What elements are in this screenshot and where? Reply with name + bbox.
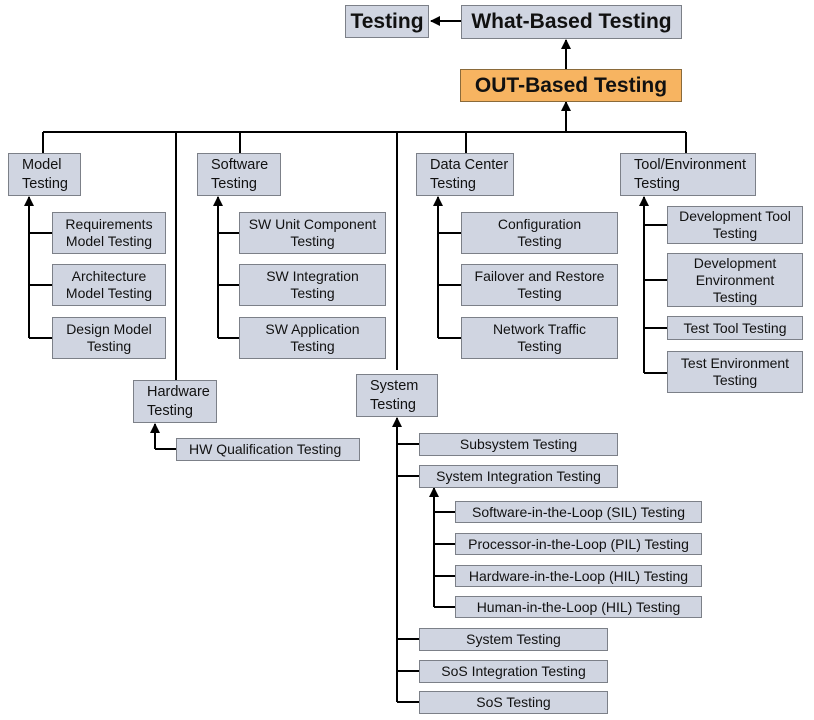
model-testing-box: Model Testing xyxy=(8,153,81,196)
development-environment-testing-box: Development Environment Testing xyxy=(667,253,803,307)
sos-integration-testing-box: SoS Integration Testing xyxy=(419,660,608,683)
sil-testing-box: Software-in-the-Loop (SIL) Testing xyxy=(455,501,702,523)
pil-testing-box: Processor-in-the-Loop (PIL) Testing xyxy=(455,533,702,555)
design-model-testing-box: Design Model Testing xyxy=(52,317,166,359)
network-traffic-testing-box: Network Traffic Testing xyxy=(461,317,618,359)
testing-box: Testing xyxy=(345,5,429,38)
out-based-testing-box: OUT-Based Testing xyxy=(460,69,682,102)
failover-restore-testing-box: Failover and Restore Testing xyxy=(461,264,618,306)
system-testing-leaf-box: System Testing xyxy=(419,628,608,651)
system-testing-box: System Testing xyxy=(356,374,438,417)
system-integration-testing-box: System Integration Testing xyxy=(419,465,618,488)
hil-human-testing-box: Human-in-the-Loop (HIL) Testing xyxy=(455,596,702,618)
software-testing-box: Software Testing xyxy=(197,153,281,196)
tool-environment-testing-box: Tool/Environment Testing xyxy=(620,153,756,196)
data-center-testing-box: Data Center Testing xyxy=(416,153,514,196)
sw-application-testing-box: SW Application Testing xyxy=(239,317,386,359)
hil-hardware-testing-box: Hardware-in-the-Loop (HIL) Testing xyxy=(455,565,702,587)
sw-integration-testing-box: SW Integration Testing xyxy=(239,264,386,306)
sos-testing-box: SoS Testing xyxy=(419,691,608,714)
sw-unit-component-testing-box: SW Unit Component Testing xyxy=(239,212,386,254)
subsystem-testing-box: Subsystem Testing xyxy=(419,433,618,456)
hardware-testing-box: Hardware Testing xyxy=(133,380,217,423)
test-environment-testing-box: Test Environment Testing xyxy=(667,351,803,393)
development-tool-testing-box: Development Tool Testing xyxy=(667,206,803,244)
requirements-model-testing-box: Requirements Model Testing xyxy=(52,212,166,254)
hw-qualification-testing-box: HW Qualification Testing xyxy=(176,438,360,461)
architecture-model-testing-box: Architecture Model Testing xyxy=(52,264,166,306)
test-tool-testing-box: Test Tool Testing xyxy=(667,316,803,340)
what-based-testing-box: What-Based Testing xyxy=(461,5,682,39)
configuration-testing-box: Configuration Testing xyxy=(461,212,618,254)
